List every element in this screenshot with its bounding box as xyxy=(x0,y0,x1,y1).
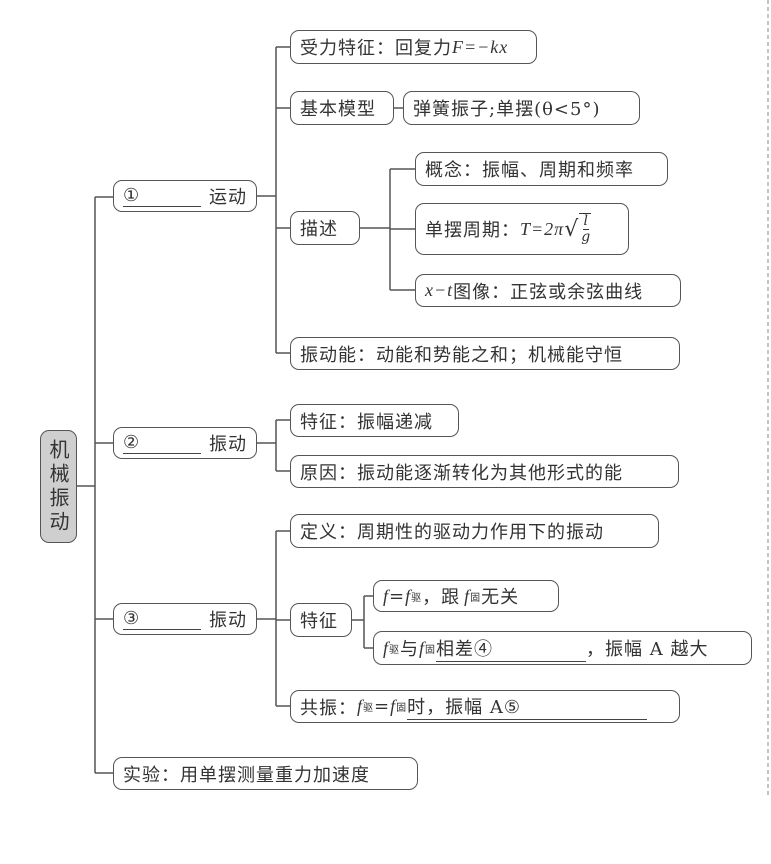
sub: 固 xyxy=(396,703,408,714)
blank-1[interactable]: ① xyxy=(123,185,201,207)
forced-vibration-node: ③ 振动 xyxy=(113,603,257,635)
sub: 驱 xyxy=(389,644,401,656)
blank-2[interactable]: ② xyxy=(123,432,201,454)
damped-feature-node: 特征：振幅递减 xyxy=(290,404,459,437)
f: f xyxy=(383,637,390,658)
text: 与 xyxy=(400,639,420,660)
root-label: 机械振动 xyxy=(46,438,70,535)
text: ，振幅 A 越大 xyxy=(586,639,709,660)
label: 运动 xyxy=(209,187,247,208)
label: 振动 xyxy=(209,434,247,455)
eq: = xyxy=(374,696,391,717)
root-node: 机械振动 xyxy=(40,430,77,543)
experiment-node: 实验：用单摆测量重力加速度 xyxy=(113,757,418,790)
text: 无关 xyxy=(481,587,520,608)
f: f xyxy=(405,585,412,606)
blank-5[interactable]: 时，振幅 A⑤ xyxy=(407,693,648,720)
denominator: g xyxy=(581,229,592,245)
damped-reason-node: 原因：振动能逐渐转化为其他形式的能 xyxy=(290,455,679,488)
sub: 驱 xyxy=(363,703,375,714)
text: ，跟 xyxy=(422,587,461,608)
concept-node: 概念：振幅、周期和频率 xyxy=(415,152,668,186)
energy-node: 振动能：动能和势能之和；机械能守恒 xyxy=(290,337,680,370)
blank-4[interactable]: 相差④ xyxy=(436,635,587,662)
free-vibration-node: ① 运动 xyxy=(113,180,257,212)
sub: 驱 xyxy=(411,592,423,604)
forced-definition-node: 定义：周期性的驱动力作用下的振动 xyxy=(290,514,659,548)
label: 共振： xyxy=(300,697,357,719)
f: f xyxy=(357,696,364,716)
model-value-node: 弹簧振子;单摆(θ<5°) xyxy=(403,91,640,125)
damped-vibration-node: ② 振动 xyxy=(113,427,257,459)
formula: F=−kx xyxy=(452,36,509,57)
label: 单摆周期： xyxy=(425,220,520,241)
blank-3[interactable]: ③ xyxy=(123,608,201,630)
eq: = xyxy=(389,585,406,607)
variable: x−t xyxy=(425,280,454,300)
f: f xyxy=(419,637,426,658)
f: f xyxy=(390,696,397,716)
describe-node: 描述 xyxy=(290,211,360,245)
sub: 固 xyxy=(425,644,437,656)
f: f xyxy=(383,585,390,606)
sub: 固 xyxy=(470,592,482,604)
label: 图像：正弦或余弦曲线 xyxy=(453,281,644,303)
forced-feature-node: 特征 xyxy=(290,603,352,637)
label: 振动 xyxy=(209,610,247,631)
numerator: l xyxy=(583,213,589,230)
label: 受力特征：回复力 xyxy=(300,38,452,59)
f: f xyxy=(464,585,471,606)
formula: T=2π xyxy=(520,218,565,239)
model-node: 基本模型 xyxy=(290,91,394,125)
